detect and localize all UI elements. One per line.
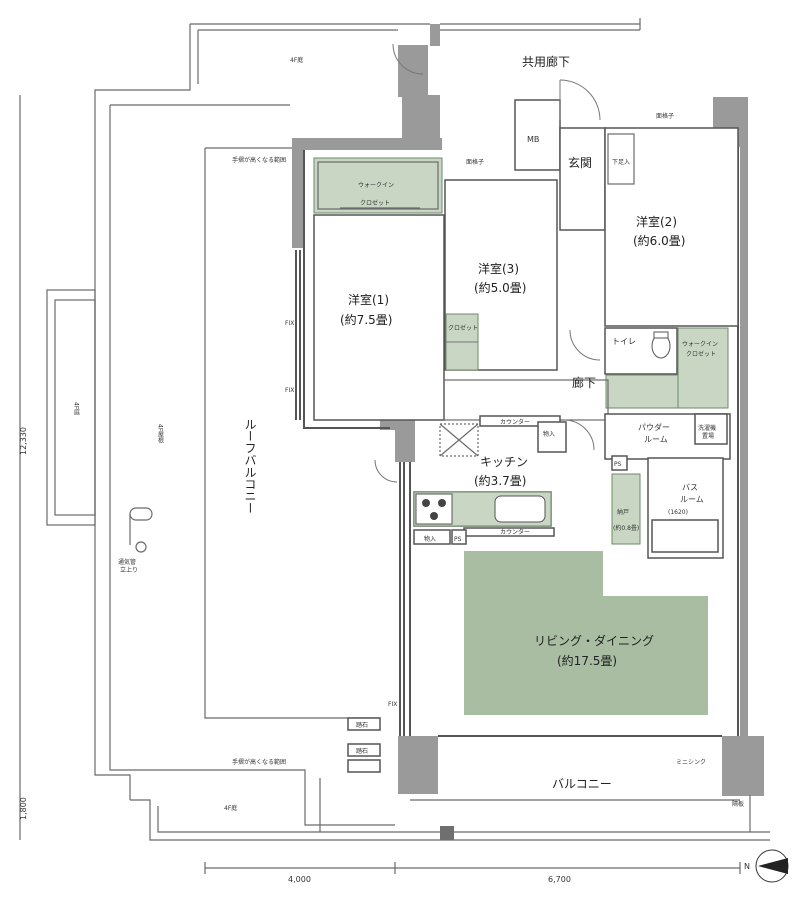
fix-3: FIX	[388, 701, 397, 708]
railing-note-top: 手摺が高くなる範囲	[232, 156, 286, 164]
stepping-stone-2-label: 踏石	[356, 747, 368, 755]
room-2	[604, 127, 739, 327]
garden-bottom-label: 4F庭	[224, 804, 237, 812]
storage-1	[537, 421, 567, 453]
walkin-closet-top	[313, 157, 443, 214]
dim-bottom-right: 6,700	[548, 875, 571, 884]
vent-label1: 通気管	[118, 558, 136, 566]
closet-room3-label: クロゼット	[448, 324, 478, 332]
storage-1-label: 物入	[543, 430, 555, 438]
lattice-2-label: 面格子	[656, 112, 674, 120]
counter-top	[479, 415, 561, 427]
walkin-closet-right	[677, 327, 729, 409]
bathtub	[651, 519, 719, 553]
room-1	[313, 214, 445, 421]
partition-label: 隔板	[732, 800, 744, 808]
dim-balcony: 1,800	[19, 797, 28, 820]
dimensions: 12,330 1,800 4,000 6,700	[19, 95, 741, 884]
bath-label2: ルーム	[680, 495, 704, 504]
room-1-label: 洋室(1)	[348, 292, 389, 307]
powder-label1: パウダー	[638, 422, 670, 432]
living-dining-floor	[464, 551, 708, 715]
garden-left-label: 4F庭	[73, 402, 80, 417]
shoe-box-label: 下足入	[612, 159, 630, 166]
ps-2-label: PS	[454, 536, 462, 543]
bath-size: (1620)	[668, 509, 688, 516]
stepping-stone-1-label: 踏石	[356, 721, 368, 729]
roof-4f-label: 4F屋根	[157, 424, 164, 445]
washer-label: 洗濯機	[698, 424, 716, 432]
ps-2	[451, 529, 467, 545]
terrace-outlines	[46, 18, 770, 841]
dim-bottom-left: 4,000	[288, 875, 311, 884]
mini-sink-label: ミニシンク	[676, 759, 706, 766]
room-3-size: (約5.0畳)	[474, 280, 526, 295]
mb-label: MB	[527, 135, 539, 144]
fridge-space	[439, 423, 479, 457]
north-label: N	[744, 862, 750, 871]
walkin-right-label1: ウォークイン	[682, 340, 718, 348]
entrance	[559, 127, 606, 231]
storage-2-label: 物入	[424, 535, 436, 543]
stepping-stone-2	[347, 743, 381, 757]
ps-1	[611, 455, 628, 471]
washer-space	[694, 413, 728, 445]
stepping-stone-1	[347, 717, 381, 731]
fix-1: FIX	[285, 320, 294, 327]
ps-1-label: PS	[614, 461, 622, 468]
nando-size: (約0.8畳)	[613, 524, 639, 532]
walkin-right-label2: クロゼット	[686, 350, 716, 358]
nando-label: 納戸	[617, 508, 629, 516]
living-label: リビング・ダイニング	[534, 633, 654, 648]
garden-top-label: 4F庭	[290, 56, 303, 64]
hallway-label: 廊下	[572, 375, 596, 390]
counter-bottom-label: カウンター	[500, 528, 530, 536]
north-arrow-icon: N	[744, 849, 789, 883]
corridor-label: 共用廊下	[522, 54, 570, 69]
interior	[129, 43, 751, 832]
mb-shaft	[514, 99, 561, 171]
bath-label1: バス	[682, 483, 698, 492]
exterior-walls	[292, 24, 764, 840]
storage-nando	[611, 473, 641, 545]
living-size: (約17.5畳)	[557, 653, 617, 668]
svg-text:置場: 置場	[702, 432, 714, 440]
kitchen-label: キッチン	[480, 455, 528, 469]
room-3-label: 洋室(3)	[478, 261, 519, 276]
powder-label2: ルーム	[644, 435, 668, 444]
labels: 共用廊下 MB 玄関 下足入 洋室(2) (約6.0畳) 洋室(3) (約5.0…	[73, 54, 745, 812]
fix-2: FIX	[285, 387, 294, 394]
room-2-label: 洋室(2)	[636, 214, 677, 229]
toilet-label: トイレ	[612, 337, 636, 346]
kitchen-size: (約3.7畳)	[474, 473, 526, 488]
counter-top-label: カウンター	[500, 418, 530, 426]
closet-top-label2: クロゼット	[360, 199, 390, 207]
entrance-label: 玄関	[568, 155, 592, 170]
closet-top-label1: ウォークイン	[358, 181, 394, 189]
railing-note-bottom: 手摺が高くなる範囲	[232, 758, 286, 766]
dim-total: 12,330	[19, 427, 28, 455]
room-1-size: (約7.5畳)	[340, 312, 392, 327]
storage-2	[413, 529, 451, 545]
balcony-label: バルコニー	[552, 777, 612, 791]
vent-label2: 立上り	[120, 566, 138, 574]
roof-balcony-label: ルーフバルコニー	[243, 418, 257, 514]
room-2-size: (約6.0畳)	[633, 233, 685, 248]
sink	[494, 495, 546, 523]
lattice-1-label: 面格子	[466, 158, 484, 166]
